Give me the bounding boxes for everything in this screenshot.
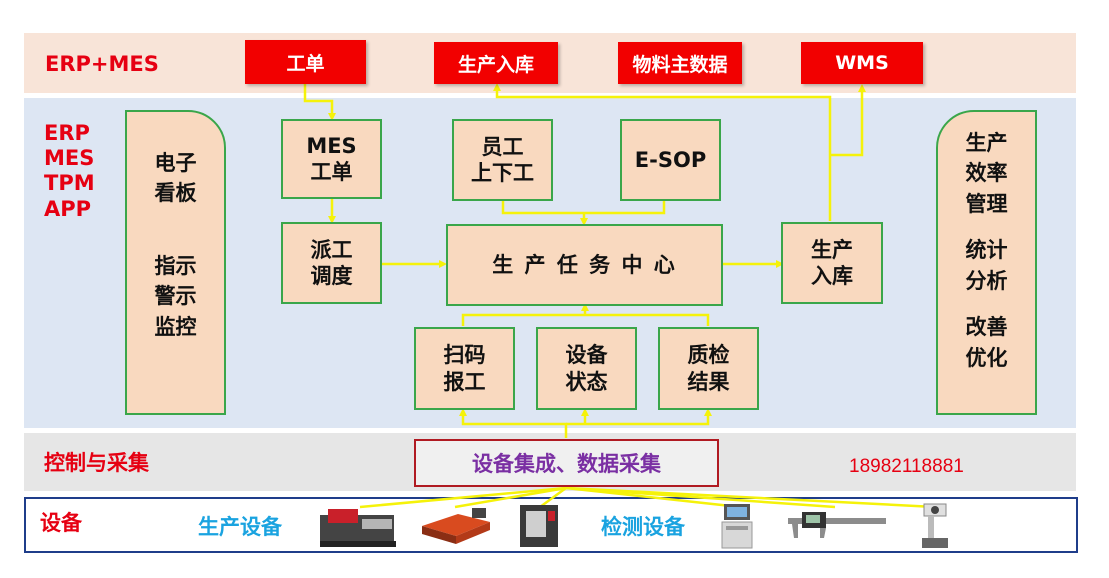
- dispatch-line-1: 派工: [310, 237, 353, 262]
- mes-work-order-line-2: 工单: [310, 160, 353, 184]
- storage-line-1: 生产: [811, 237, 853, 262]
- arrowhead-store: [776, 260, 784, 268]
- cnc-machine-icon: [520, 505, 558, 547]
- scan-line-2: 报工: [443, 369, 486, 394]
- connector-dev-2: [454, 486, 567, 509]
- connector-dev-3: [539, 486, 567, 509]
- device-label: 设备: [40, 511, 82, 535]
- connector-store-to-wms: [830, 87, 864, 157]
- arrowhead-center-left: [439, 260, 447, 268]
- data-collection-box[interactable]: 设备集成、数据采集: [414, 439, 719, 487]
- qc-line-1: 质检: [687, 343, 730, 368]
- wms-button[interactable]: WMS: [801, 42, 923, 84]
- scan-line-1: 扫码: [443, 343, 486, 368]
- vernier-caliper-icon: [788, 512, 886, 538]
- app-label-tpm: TPM: [44, 171, 95, 196]
- production-task-center-box[interactable]: 生 产 任 务 中 心: [446, 224, 723, 306]
- app-label-mes: MES: [44, 146, 95, 171]
- kanban-line-4: 警示: [154, 284, 197, 309]
- storage-line-2: 入库: [811, 264, 853, 288]
- material-master-button[interactable]: 物料主数据: [618, 42, 742, 84]
- connector-collect-scan: [461, 411, 568, 438]
- efficiency-panel: 生产 效率 管理 统计 分析 改善 优化: [936, 110, 1037, 415]
- efficiency-line-7: 优化: [965, 345, 1008, 370]
- production-equipment-label: 生产设备: [198, 515, 282, 539]
- punch-press-machine-icon: [320, 509, 396, 547]
- production-storage-button[interactable]: 生产入库: [434, 42, 558, 84]
- kanban-line-1: 电子: [154, 151, 197, 175]
- connector-staff-esop: [501, 201, 666, 215]
- dispatch-line-2: 调度: [310, 264, 353, 288]
- app-label-erp: ERP: [44, 121, 90, 145]
- arrowhead-center-top: [580, 218, 588, 226]
- quality-result-box[interactable]: 质检结果: [658, 327, 759, 410]
- scan-report-box[interactable]: 扫码报工: [414, 327, 515, 410]
- connector-order-to-mes: [303, 84, 334, 118]
- arrowhead-dispatch: [328, 216, 336, 224]
- connector-bottom-boxes: [461, 313, 710, 326]
- connector-dev-6: [565, 486, 936, 509]
- efficiency-line-2: 效率: [965, 161, 1008, 186]
- staff-line-1: 员工: [481, 134, 524, 159]
- staff-onoff-box[interactable]: 员工上下工: [452, 119, 553, 201]
- equipment-status-box[interactable]: 设备状态: [536, 327, 637, 410]
- kanban-line-5: 监控: [154, 314, 197, 339]
- staff-line-2: 上下工: [471, 161, 534, 185]
- efficiency-line-6: 改善: [965, 315, 1008, 340]
- connector-store-to-top: [495, 86, 832, 221]
- hardness-tester-icon: [922, 503, 948, 548]
- erp-mes-label: ERP+MES: [45, 52, 159, 76]
- connector-dev-1: [359, 486, 567, 509]
- laser-cutter-machine-icon: [422, 508, 490, 544]
- arrowhead-wms: [858, 84, 866, 92]
- equip-line-1: 设备: [565, 343, 608, 368]
- kanban-panel: 电子 看板 指示 警示 监控: [125, 110, 226, 415]
- inspection-station-icon: [721, 504, 753, 549]
- equip-line-2: 状态: [565, 369, 608, 394]
- phone-number: 18982118881: [849, 456, 964, 477]
- apps-label-list: ERP MES TPM APP: [44, 121, 95, 222]
- efficiency-line-4: 统计: [965, 238, 1008, 263]
- arrowhead-equip: [581, 408, 589, 416]
- arrowhead-center-bottom: [581, 303, 589, 311]
- inspection-equipment-label: 检测设备: [601, 515, 685, 539]
- arrowhead-qc: [704, 408, 712, 416]
- arrowhead-scan: [459, 408, 467, 416]
- work-order-button[interactable]: 工单: [245, 40, 366, 84]
- efficiency-line-1: 生产: [965, 131, 1008, 155]
- qc-line-2: 结果: [687, 369, 730, 394]
- mes-work-order-line-1: MES: [306, 133, 357, 158]
- kanban-line-3: 指示: [154, 253, 197, 278]
- dispatch-box[interactable]: 派工调度: [281, 222, 382, 304]
- efficiency-line-5: 分析: [965, 268, 1008, 293]
- arrowhead-mes: [328, 113, 336, 121]
- arrowhead-top-store: [493, 83, 501, 91]
- app-label-app: APP: [44, 196, 92, 221]
- production-storage-box[interactable]: 生产入库: [781, 222, 883, 304]
- control-label: 控制与采集: [44, 451, 149, 475]
- esop-box[interactable]: E-SOP: [620, 119, 721, 201]
- kanban-line-2: 看板: [154, 181, 197, 206]
- efficiency-line-3: 管理: [965, 191, 1008, 216]
